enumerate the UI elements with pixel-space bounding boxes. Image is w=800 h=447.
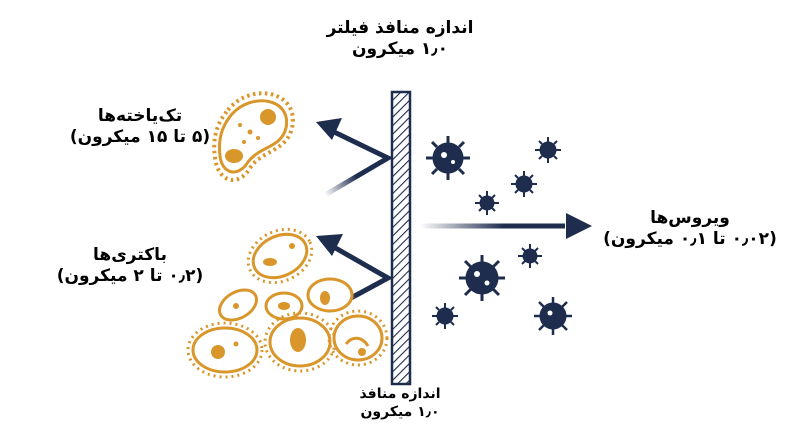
virus-label: ویروس‌ها (۰٫۰۲ تا ۰٫۱ میکرون) bbox=[590, 208, 790, 251]
filter-title-bottom: اندازه منافذ bbox=[359, 386, 441, 402]
filter-pore-size-label-bottom: اندازه منافذ ۱٫۰ میکرون bbox=[330, 386, 470, 421]
protozoa-label: تک‌یاخته‌ها (۵ تا ۱۵ میکرون) bbox=[40, 106, 240, 149]
protozoa-icon bbox=[212, 91, 295, 182]
filter-size-top: ۱٫۰ میکرون bbox=[351, 39, 449, 60]
filter-membrane-icon bbox=[390, 90, 412, 386]
bacteria-name: باکتری‌ها bbox=[93, 245, 167, 265]
protozoa-size: (۵ تا ۱۵ میکرون) bbox=[69, 127, 211, 148]
bacteria-size: (۰٫۲ تا ۲ میکرون) bbox=[56, 266, 204, 287]
virus-name: ویروس‌ها bbox=[650, 208, 730, 228]
protozoa-name: تک‌یاخته‌ها bbox=[97, 106, 183, 126]
filter-size-bottom: ۱٫۰ میکرون bbox=[360, 403, 440, 420]
arrow-head-icons bbox=[316, 118, 592, 256]
bacteria-label: باکتری‌ها (۰٫۲ تا ۲ میکرون) bbox=[30, 245, 230, 288]
virus-icon bbox=[426, 136, 572, 335]
virus-size: (۰٫۰۲ تا ۰٫۱ میکرون) bbox=[603, 229, 777, 250]
filter-pore-size-label-top: اندازه منافذ فیلتر ۱٫۰ میکرون bbox=[300, 18, 500, 61]
filter-title-top: اندازه منافذ فیلتر bbox=[326, 18, 474, 38]
bacteria-icon bbox=[186, 227, 389, 379]
